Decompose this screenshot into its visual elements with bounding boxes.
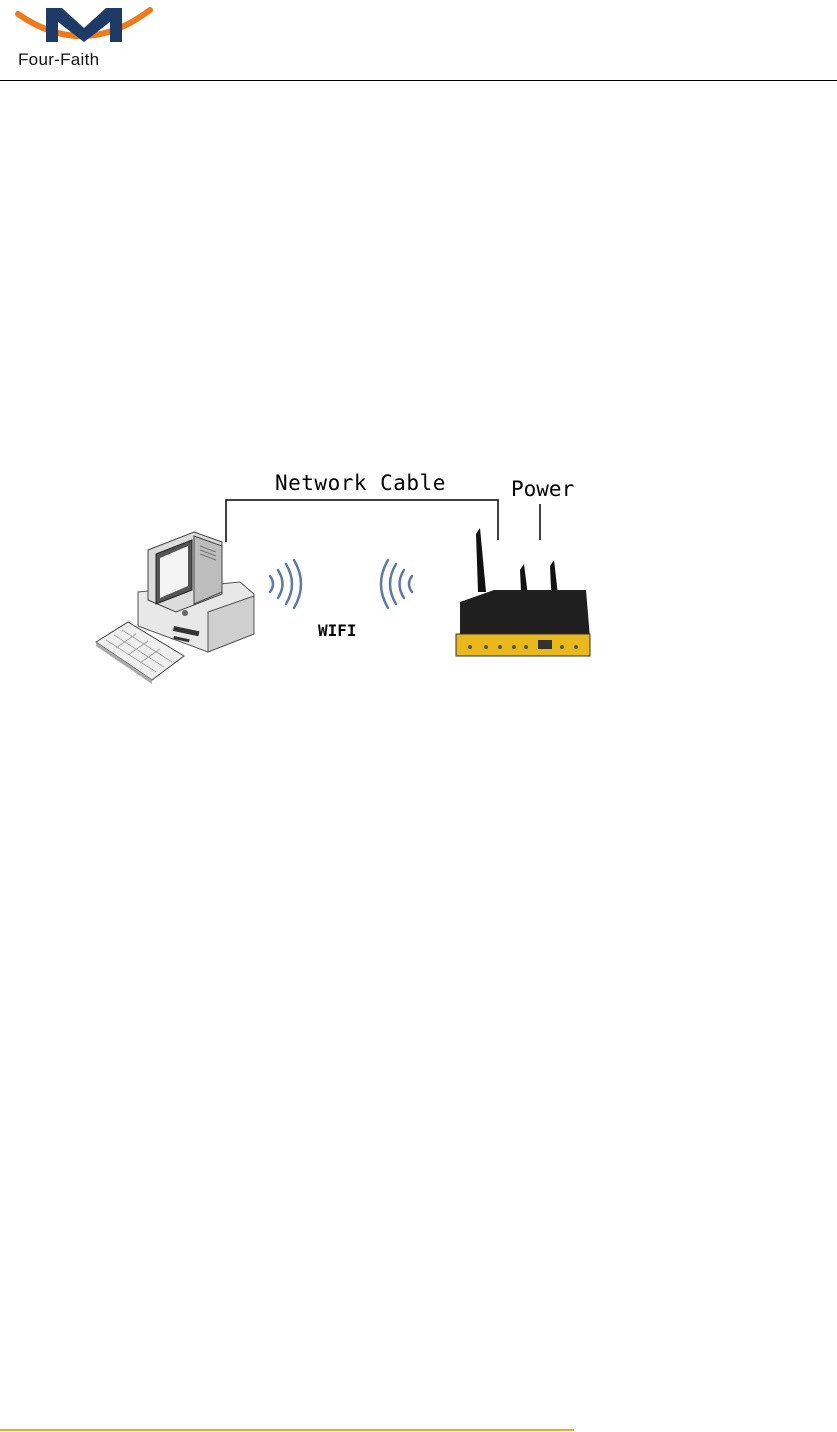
desktop-computer-icon xyxy=(138,532,254,652)
power-label: Power xyxy=(511,477,574,501)
footer-divider xyxy=(0,1429,574,1431)
network-cable-label: Network Cable xyxy=(275,471,446,495)
wifi-signal-icon xyxy=(270,560,412,608)
wifi-label: WIFI xyxy=(318,621,357,640)
header-divider xyxy=(0,80,837,81)
brand-name: Four-Faith xyxy=(18,50,99,70)
router-icon xyxy=(456,528,590,656)
network-cable-line xyxy=(226,500,498,542)
